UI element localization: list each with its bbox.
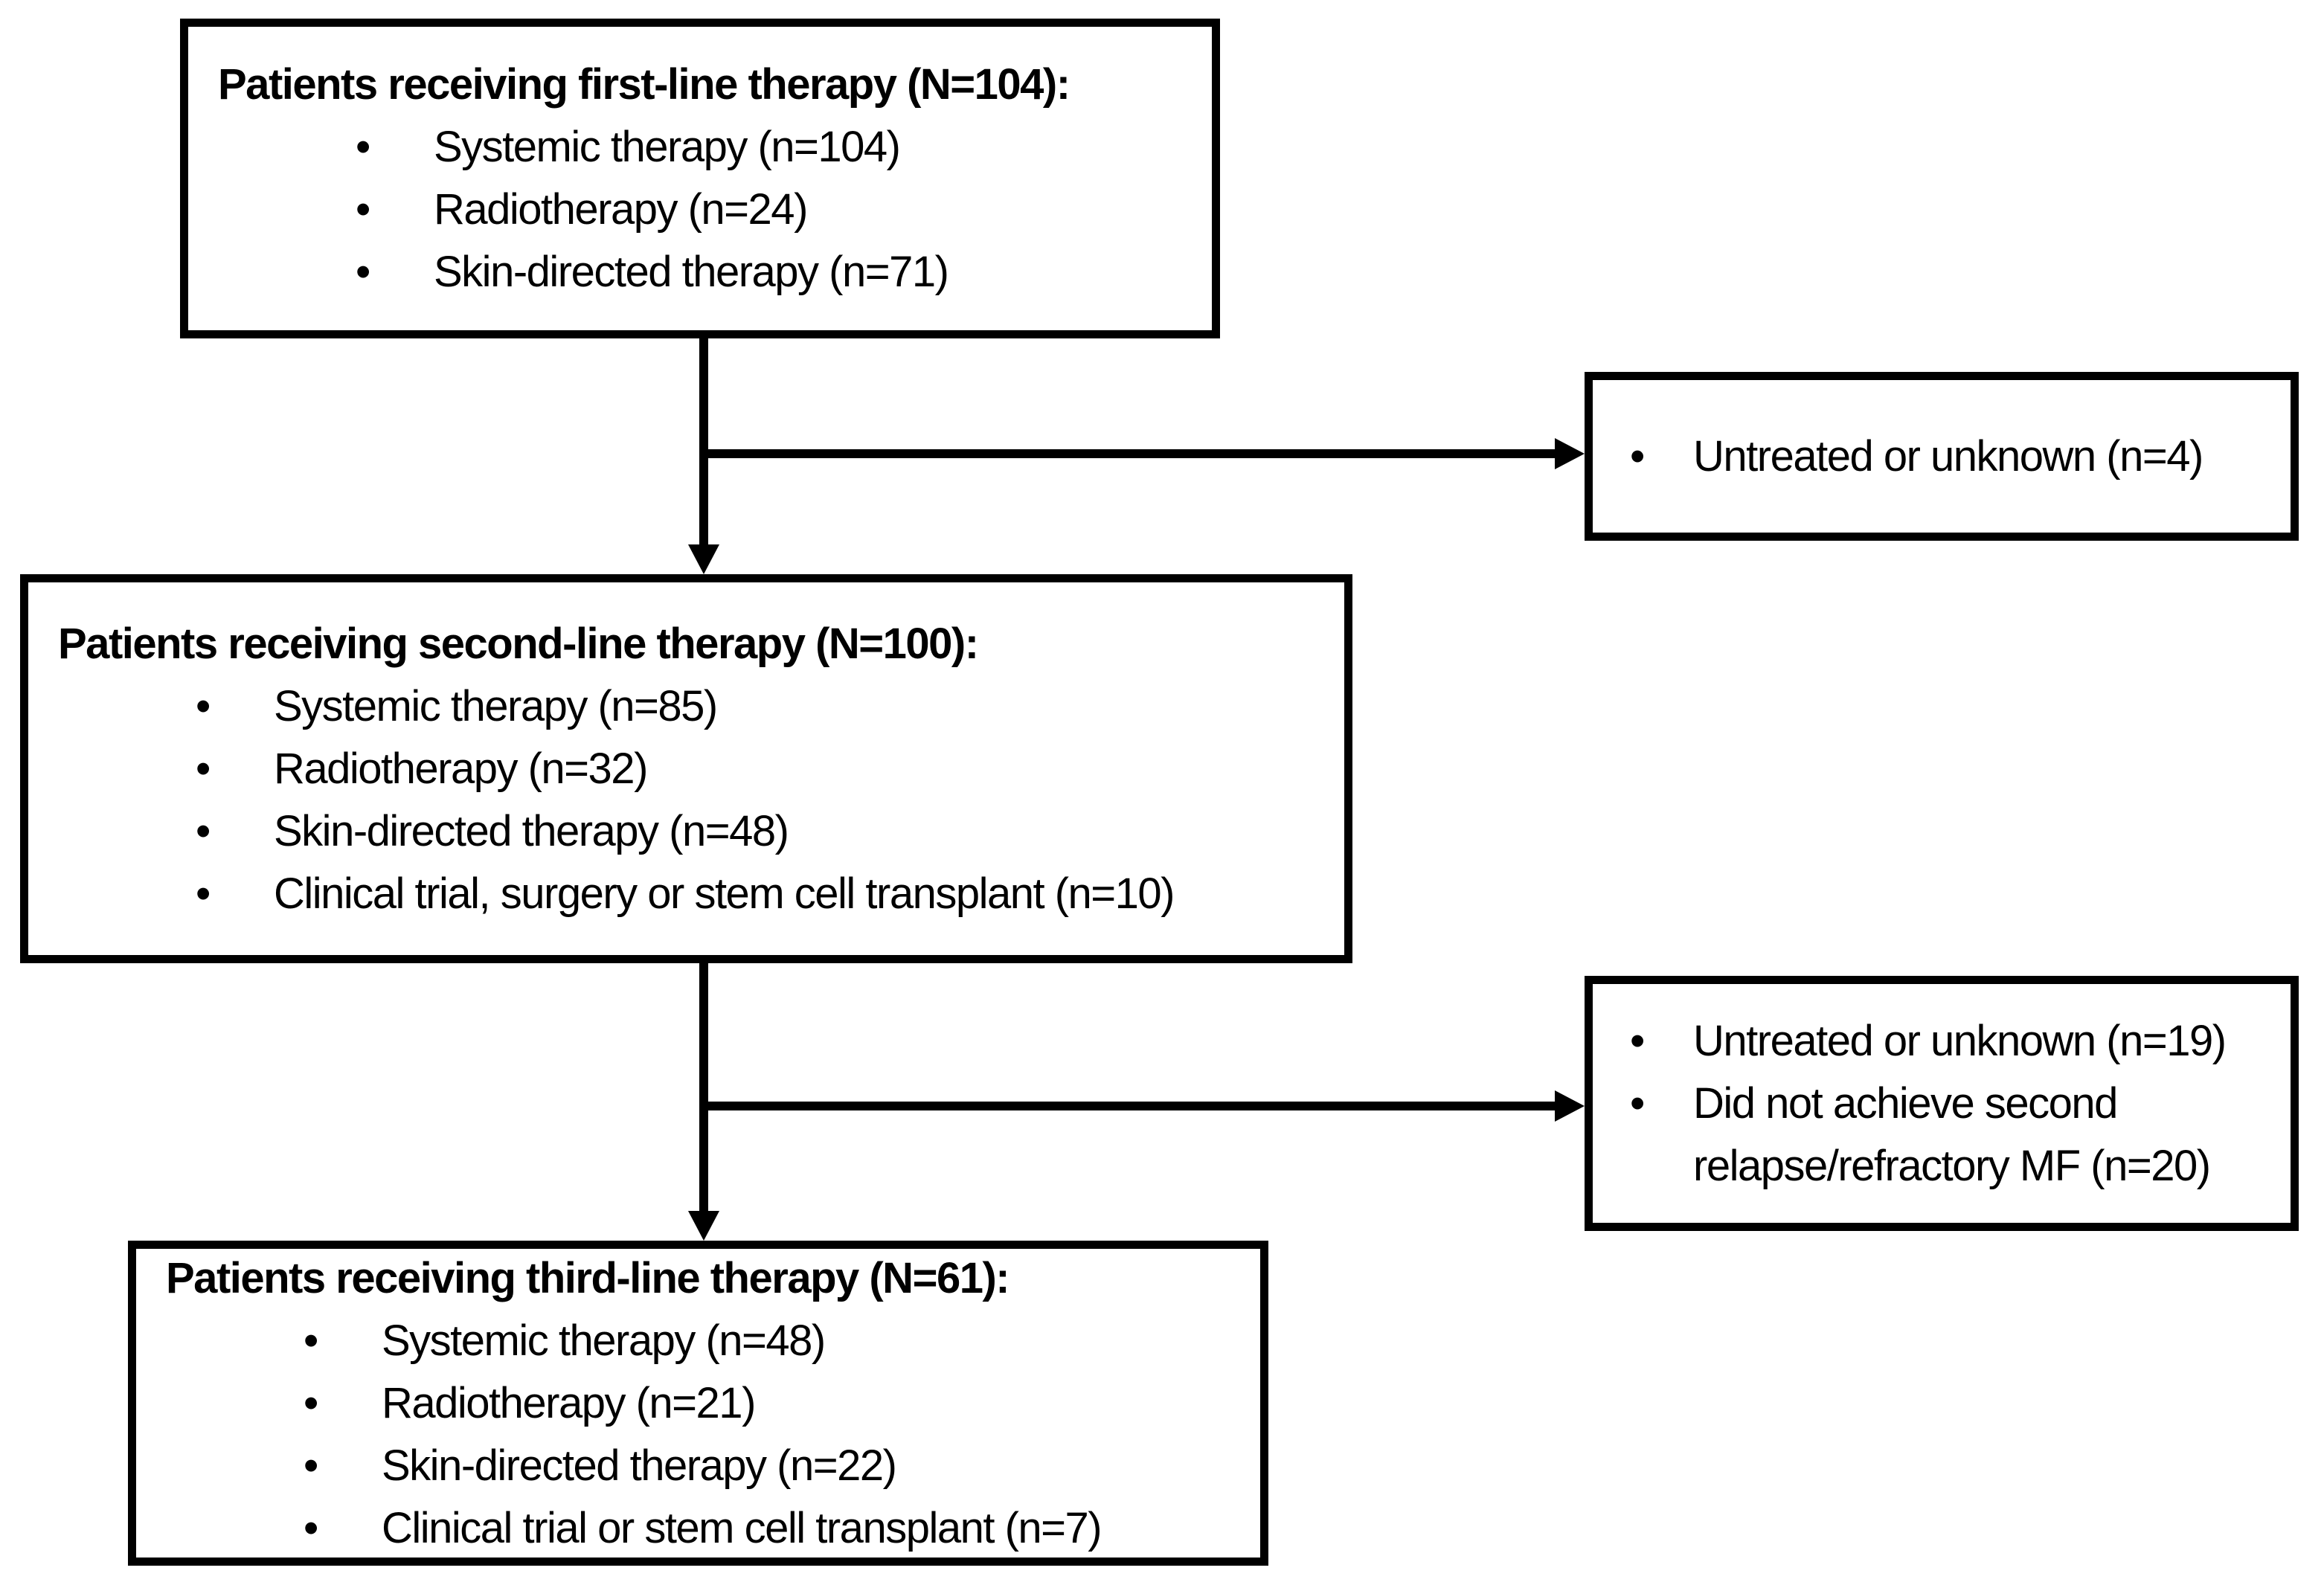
third-line-box-title: Patients receiving third-line therapy (N… (166, 1253, 1010, 1302)
second-line-exclusion-list: Untreated or unknown (n=19) Did not achi… (1630, 1010, 2276, 1198)
list-item: Radiotherapy (n=21) (166, 1372, 1242, 1435)
list-item: Skin-directed therapy (n=48) (58, 800, 1326, 863)
first-line-box-title: Patients receiving first-line therapy (N… (218, 60, 1070, 109)
list-item: Untreated or unknown (n=4) (1630, 425, 2276, 488)
connector-branch-to-offramp1 (699, 449, 1561, 458)
first-line-item-list: Systemic therapy (n=104) Radiotherapy (n… (218, 116, 1193, 303)
arrowhead-right-icon (1555, 438, 1585, 469)
arrowhead-down-icon (688, 1211, 719, 1241)
connector-second-to-third-line (699, 963, 708, 1213)
list-item: Clinical trial, surgery or stem cell tra… (58, 863, 1326, 925)
first-line-exclusion-list: Untreated or unknown (n=4) (1630, 425, 2276, 488)
second-line-item-list: Systemic therapy (n=85) Radiotherapy (n=… (58, 675, 1326, 925)
second-line-box-title: Patients receiving second-line therapy (… (58, 619, 979, 668)
second-line-therapy-box: Patients receiving second-line therapy (… (20, 574, 1352, 963)
arrowhead-down-icon (688, 544, 719, 574)
connector-branch-to-offramp2 (699, 1102, 1561, 1110)
list-item: Clinical trial or stem cell transplant (… (166, 1497, 1242, 1560)
list-item: Systemic therapy (n=85) (58, 675, 1326, 738)
list-item: Radiotherapy (n=32) (58, 738, 1326, 800)
connector-first-to-second-line (699, 338, 708, 547)
list-item: Systemic therapy (n=48) (166, 1310, 1242, 1372)
list-item: Radiotherapy (n=24) (218, 179, 1193, 241)
first-line-therapy-box: Patients receiving first-line therapy (N… (180, 19, 1220, 338)
first-line-exclusions-box: Untreated or unknown (n=4) (1585, 372, 2299, 541)
second-line-exclusions-box: Untreated or unknown (n=19) Did not achi… (1585, 976, 2299, 1231)
list-item: Systemic therapy (n=104) (218, 116, 1193, 179)
third-line-item-list: Systemic therapy (n=48) Radiotherapy (n=… (166, 1310, 1242, 1560)
list-item: Untreated or unknown (n=19) (1630, 1010, 2276, 1073)
third-line-therapy-box: Patients receiving third-line therapy (N… (128, 1241, 1268, 1566)
list-item: Skin-directed therapy (n=71) (218, 241, 1193, 303)
list-item: Skin-directed therapy (n=22) (166, 1435, 1242, 1497)
arrowhead-right-icon (1555, 1090, 1585, 1122)
list-item: Did not achieve second relapse/refractor… (1630, 1073, 2276, 1198)
